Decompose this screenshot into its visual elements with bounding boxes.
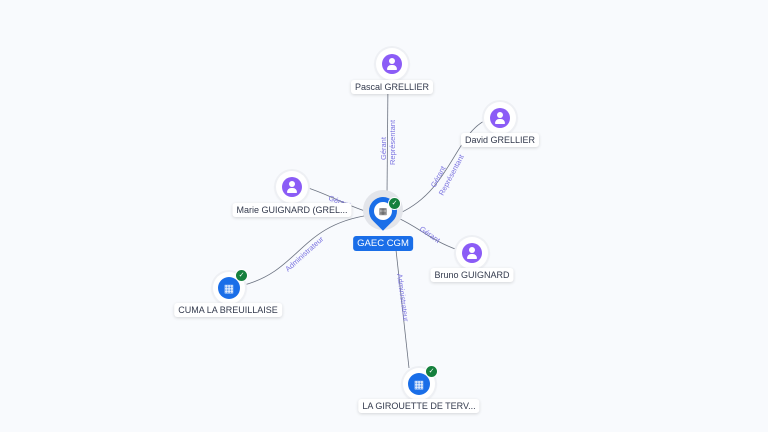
node-label[interactable]: Bruno GUIGNARD <box>430 268 514 282</box>
edge-label: Représentant <box>388 119 397 165</box>
node-label[interactable]: Marie GUIGNARD (GREL... <box>232 203 352 217</box>
building-icon: ▦ <box>408 373 430 395</box>
building-icon: ▦ <box>374 202 392 220</box>
node-label[interactable]: LA GIROUETTE DE TERV... <box>358 399 480 413</box>
person-icon <box>462 243 482 263</box>
edge-label: Gérant <box>379 136 388 160</box>
verified-check-icon: ✓ <box>235 269 248 282</box>
edge-pascal <box>386 79 389 196</box>
edge-label: Administrateur <box>395 273 411 323</box>
building-icon: ▦ <box>218 277 240 299</box>
node-label[interactable]: Pascal GRELLIER <box>350 80 434 94</box>
person-node-bruno[interactable] <box>456 237 488 269</box>
edge-girouette <box>395 249 410 369</box>
company-node-girouette[interactable]: ▦✓ <box>403 365 438 400</box>
edge-label: Gérant <box>418 224 443 245</box>
node-label[interactable]: David GRELLIER <box>460 133 540 147</box>
person-icon <box>490 108 510 128</box>
person-node-pascal[interactable] <box>376 48 408 80</box>
edge-label: Administrateur <box>283 234 325 273</box>
person-icon <box>382 54 402 74</box>
person-node-marie[interactable] <box>276 171 308 203</box>
person-node-david[interactable] <box>484 102 516 134</box>
edge-cuma <box>243 214 371 286</box>
center-node-label[interactable]: GAEC CGM <box>353 236 413 251</box>
verified-check-icon: ✓ <box>425 365 438 378</box>
edge-marie <box>307 187 369 213</box>
person-icon <box>282 177 302 197</box>
edge-david <box>399 119 487 214</box>
node-label[interactable]: CUMA LA BREUILLAISE <box>174 303 282 317</box>
company-node-cuma[interactable]: ▦✓ <box>213 269 248 304</box>
verified-check-icon: ✓ <box>388 197 401 210</box>
edge-bruno <box>397 217 459 251</box>
